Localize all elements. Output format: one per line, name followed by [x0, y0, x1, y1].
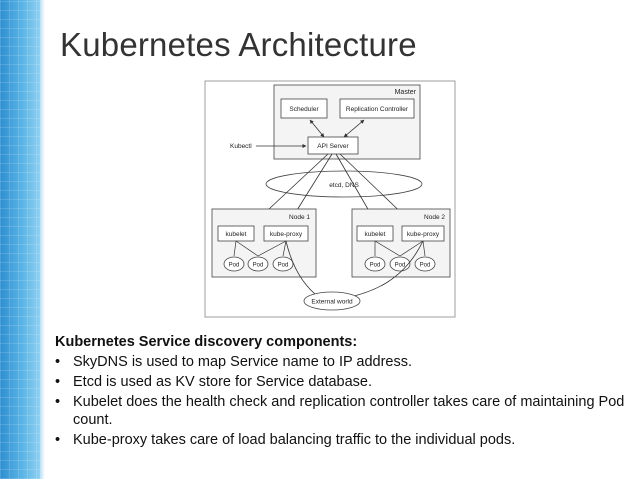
node1-pod-3: [272, 256, 294, 272]
node1-pod-3-label: Pod: [278, 263, 289, 269]
band-edge: [40, 0, 45, 479]
service-discovery-section: Kubernetes Service discovery components:…: [55, 333, 625, 451]
bullet-etcd: Etcd is used as KV store for Service dat…: [55, 373, 625, 391]
kubectl-label: Kubectl: [230, 143, 252, 150]
node1-kube-proxy-label: kube-proxy: [270, 231, 303, 238]
api-scheduler-arrow: [309, 119, 325, 138]
etcd-dns-ellipse: [265, 170, 423, 198]
service-discovery-list: SkyDNS is used to map Service name to IP…: [55, 353, 625, 449]
architecture-diagram-svg: Master Scheduler Replication Controller …: [204, 80, 456, 318]
replication-controller-box: [339, 98, 415, 119]
node1-line-b: [235, 240, 259, 257]
scheduler-box: [280, 98, 328, 119]
node1-line-c: [257, 240, 287, 257]
node2-pod-2-label: Pod: [395, 263, 406, 269]
scheduler-label: Scheduler: [289, 106, 319, 113]
node2-line-d: [422, 240, 426, 257]
node2-pod-1: [364, 256, 386, 272]
external-world-ellipse: [303, 291, 361, 311]
replication-controller-label: Replication Controller: [346, 106, 409, 113]
master-label: Master: [395, 89, 417, 96]
node1-line-a: [233, 240, 237, 257]
node2-label: Node 2: [424, 214, 445, 221]
node2-line-b: [374, 240, 401, 257]
external-world-label: External world: [311, 299, 353, 306]
node2-pod-1-label: Pod: [370, 263, 381, 269]
node1-kubelet-label: kubelet: [226, 231, 247, 238]
node1-line-d: [282, 240, 287, 257]
node2-line-c: [399, 240, 424, 257]
bullet-kube-proxy: Kube-proxy takes care of load balancing …: [55, 431, 625, 449]
node2-kubelet-label: kubelet: [365, 231, 386, 238]
node1-pod-1-label: Pod: [229, 263, 240, 269]
slide-title: Kubernetes Architecture: [60, 26, 417, 63]
node1-pod-2: [247, 256, 269, 272]
bullet-kubelet: Kubelet does the health check and replic…: [55, 393, 625, 429]
node1-pod-2-label: Pod: [253, 263, 264, 269]
etcd-dns-label: etcd, DNS: [329, 182, 359, 189]
node1-label: Node 1: [289, 214, 310, 221]
architecture-diagram: Master Scheduler Replication Controller …: [204, 80, 456, 318]
node1-pod-1: [223, 256, 245, 272]
node2-pod-3: [414, 256, 436, 272]
node2-pod-3-label: Pod: [420, 263, 431, 269]
bullet-skydns: SkyDNS is used to map Service name to IP…: [55, 353, 625, 371]
api-server-label: API Server: [317, 143, 349, 150]
node2-kube-proxy-label: kube-proxy: [407, 231, 440, 238]
service-discovery-heading: Kubernetes Service discovery components:: [55, 334, 358, 350]
left-decorative-band: [0, 0, 40, 479]
api-server-box: [307, 136, 359, 155]
api-rc-arrow: [343, 119, 365, 138]
